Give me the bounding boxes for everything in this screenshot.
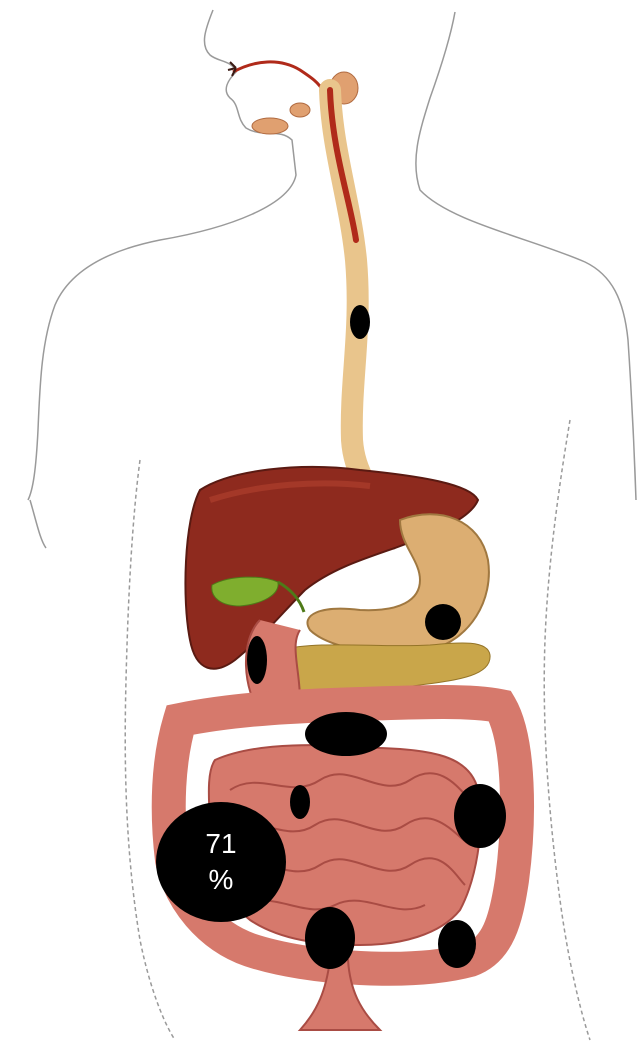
marker-descending-colon[interactable] [454, 784, 506, 848]
percentage-sign: % [209, 862, 234, 898]
marker-sigmoid[interactable] [305, 907, 355, 969]
percentage-badge: 71 % [156, 802, 286, 922]
marker-small-intestine[interactable] [290, 785, 310, 819]
marker-esophagus[interactable] [350, 305, 370, 339]
percentage-value: 71 [205, 826, 236, 862]
esophagus [330, 90, 400, 520]
marker-transverse-colon[interactable] [305, 712, 387, 756]
marker-duodenum[interactable] [247, 636, 267, 684]
marker-stomach[interactable] [425, 604, 461, 640]
marker-lower-colon[interactable] [438, 920, 476, 968]
